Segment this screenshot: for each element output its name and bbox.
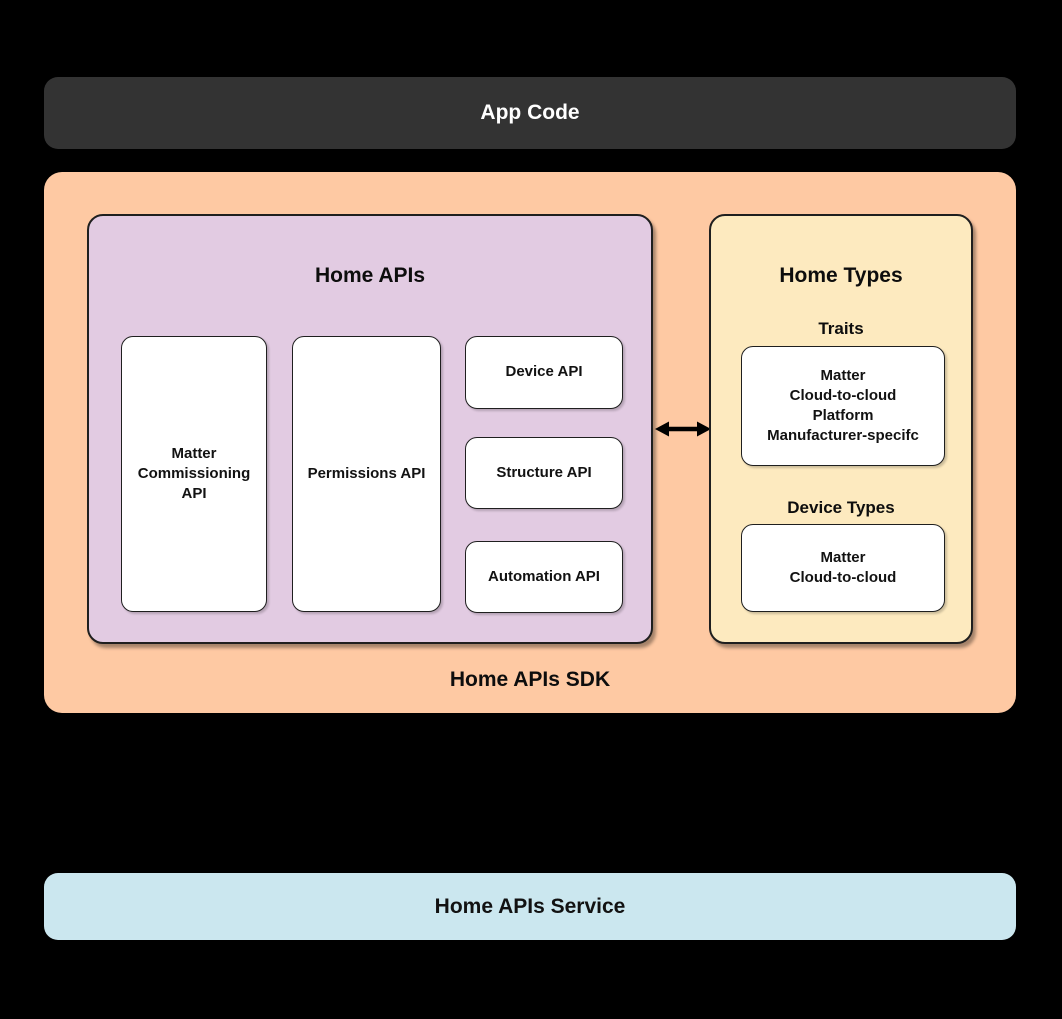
matter-commissioning-api-label: Matter Commissioning API [137, 444, 251, 503]
device-api-card: Device API [465, 336, 623, 409]
device-types-card: Matter Cloud-to-cloud [741, 524, 945, 612]
automation-api-card: Automation API [465, 541, 623, 613]
home-apis-title: Home APIs [314, 264, 426, 287]
structure-api-card: Structure API [465, 437, 623, 509]
structure-api-label: Structure API [496, 463, 592, 481]
home-types-panel: Home Types Traits Matter Cloud-to-cloud … [709, 214, 973, 644]
device-types-heading: Device Types [787, 498, 895, 517]
matter-commissioning-api-card: Matter Commissioning API [121, 336, 267, 612]
home-apis-service-label: Home APIs Service [434, 894, 626, 918]
traits-card: Matter Cloud-to-cloud Platform Manufactu… [741, 346, 945, 466]
home-types-title: Home Types [779, 264, 903, 287]
automation-api-label: Automation API [488, 567, 600, 585]
app-code-label: App Code [480, 101, 580, 124]
device-types-items: Matter Cloud-to-cloud [789, 548, 897, 586]
home-apis-sdk-label: Home APIs SDK [449, 668, 611, 691]
device-api-label: Device API [505, 363, 583, 381]
home-apis-panel: Home APIs Matter Commissioning API Permi… [87, 214, 653, 644]
bidirectional-arrow-icon [655, 421, 711, 437]
home-apis-service-bar: Home APIs Service [44, 873, 1016, 940]
app-code-bar: App Code [44, 77, 1016, 149]
traits-heading: Traits [818, 319, 864, 338]
permissions-api-label: Permissions API [307, 464, 426, 482]
traits-items: Matter Cloud-to-cloud Platform Manufactu… [767, 366, 919, 445]
home-apis-sdk-container: Home APIs Matter Commissioning API Permi… [44, 172, 1016, 713]
permissions-api-card: Permissions API [292, 336, 441, 612]
